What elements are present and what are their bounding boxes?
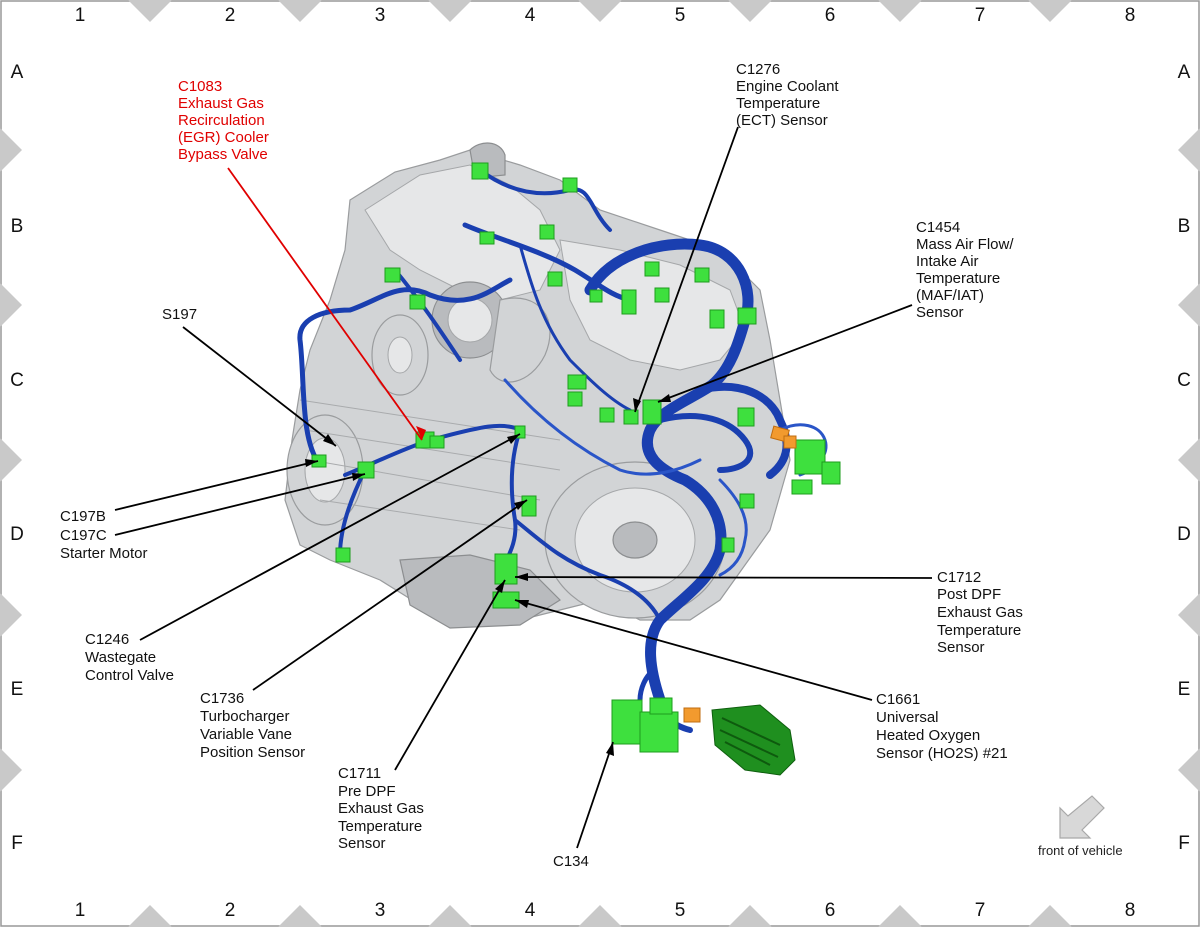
grid-col: 3 — [375, 5, 386, 26]
arrow-down-left-icon — [1059, 795, 1105, 839]
callout-c1083: C1083 Exhaust Gas Recirculation (EGR) Co… — [178, 78, 273, 163]
grid-row: C — [1177, 370, 1191, 391]
grid-row: E — [11, 679, 24, 700]
grid-row: D — [1177, 524, 1191, 545]
orientation-label: front of vehicle — [1038, 843, 1123, 858]
callout-c197c: C197C Starter Motor — [60, 527, 148, 562]
grid-columns-top: 1 2 3 4 5 6 7 8 — [75, 5, 1136, 26]
callout-s197: S197 — [162, 306, 197, 323]
grid-rows-right: A B C D E F — [1177, 62, 1191, 854]
grid-col: 2 — [225, 900, 236, 921]
grid-col: 6 — [825, 900, 836, 921]
grid-row: A — [1178, 62, 1191, 83]
grid-row: B — [11, 216, 24, 237]
grid-row: B — [1178, 216, 1191, 237]
grid-columns-bottom: 1 2 3 4 5 6 7 8 — [75, 900, 1136, 921]
callout-c1454: C1454 Mass Air Flow/ Intake Air Temperat… — [916, 219, 1018, 321]
grid-col: 8 — [1125, 900, 1136, 921]
grid-row: F — [11, 833, 23, 854]
grid-col: 5 — [675, 900, 686, 921]
callout-c197b: C197B — [60, 508, 106, 525]
callout-c1276: C1276 Engine Coolant Temperature (ECT) S… — [736, 61, 843, 129]
grid-col: 6 — [825, 5, 836, 26]
callout-c134: C134 — [553, 853, 589, 870]
grid-row: A — [11, 62, 24, 83]
callout-c1661: C1661 Universal Heated Oxygen Sensor (HO… — [876, 691, 1008, 762]
grid-col: 2 — [225, 5, 236, 26]
grid-row: C — [10, 370, 24, 391]
callout-c1711: C1711 Pre DPF Exhaust Gas Temperature Se… — [338, 765, 428, 852]
grid-col: 7 — [975, 5, 986, 26]
grid-col: 7 — [975, 900, 986, 921]
callout-labels: C1083 Exhaust Gas Recirculation (EGR) Co… — [60, 61, 1027, 870]
grid-col: 3 — [375, 900, 386, 921]
grid-rows-left: A B C D E F — [10, 62, 24, 854]
callout-c1712: C1712 Post DPF Exhaust Gas Temperature S… — [937, 569, 1027, 656]
grid-col: 1 — [75, 900, 86, 921]
callout-c1246: C1246 Wastegate Control Valve — [85, 631, 174, 684]
grid-col: 1 — [75, 5, 86, 26]
grid-row: D — [10, 524, 24, 545]
grid-col: 4 — [525, 900, 536, 921]
grid-col: 8 — [1125, 5, 1136, 26]
callout-c1736: C1736 Turbocharger Variable Vane Positio… — [200, 690, 305, 761]
connectors — [311, 162, 841, 776]
leader-lines — [114, 126, 933, 849]
orientation-indicator: front of vehicle — [1038, 795, 1123, 858]
grid-row: E — [1178, 679, 1191, 700]
grid-col: 4 — [525, 5, 536, 26]
grid-col: 5 — [675, 5, 686, 26]
grid-row: F — [1178, 833, 1190, 854]
